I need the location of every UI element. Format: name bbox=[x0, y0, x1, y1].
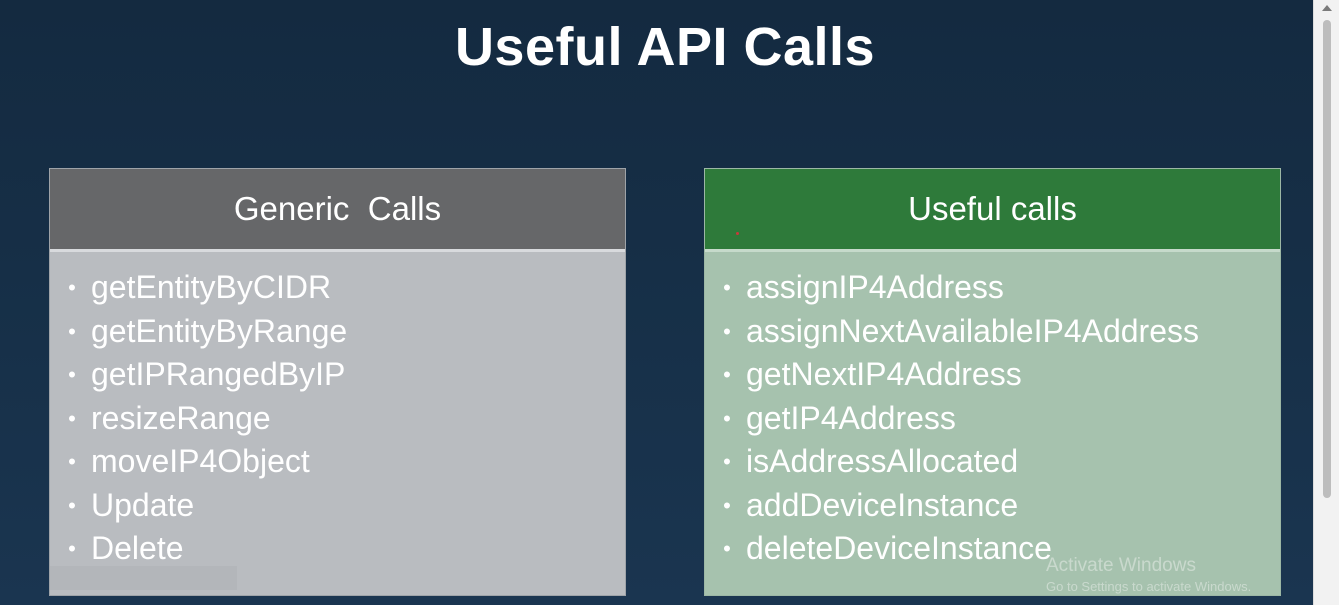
call-name: deleteDeviceInstance bbox=[746, 530, 1052, 566]
call-name: assignIP4Address bbox=[746, 269, 1004, 305]
useful-calls-panel: Useful calls • assignIP4Address • assignNe… bbox=[704, 168, 1281, 596]
scrollbar-thumb[interactable] bbox=[1323, 20, 1331, 498]
list-item: • addDeviceInstance bbox=[705, 484, 1280, 528]
bullet-icon: • bbox=[723, 405, 731, 431]
list-item: • assignIP4Address bbox=[705, 266, 1280, 310]
call-name: getIPRangedByIP bbox=[91, 356, 346, 392]
useful-calls-body: • assignIP4Address • assignNextAvailableIP… bbox=[705, 249, 1280, 595]
bullet-icon: • bbox=[68, 449, 76, 474]
vertical-scrollbar[interactable] bbox=[1313, 0, 1339, 605]
useful-calls-list: • assignIP4Address • assignNextAvailableIP… bbox=[705, 266, 1280, 571]
call-name: resizeRange bbox=[91, 399, 271, 436]
bullet-icon: • bbox=[723, 492, 731, 518]
generic-calls-header: Generic Calls bbox=[50, 169, 625, 249]
activation-watermark: Activate Windows Go to Settings to activ… bbox=[1046, 554, 1296, 596]
call-name: Update bbox=[91, 486, 195, 523]
bullet-icon: • bbox=[723, 536, 731, 561]
call-name: getEntityByRange bbox=[91, 312, 348, 349]
list-item: • resizeRange bbox=[50, 397, 625, 441]
bullet-icon: • bbox=[723, 275, 731, 300]
bullet-icon: • bbox=[68, 318, 76, 344]
list-item: • getNextIP4Address bbox=[705, 353, 1280, 397]
call-name: isAddressAllocated bbox=[746, 443, 1019, 479]
bullet-icon: • bbox=[68, 405, 76, 431]
call-name: getIP4Address bbox=[746, 399, 956, 436]
bullet-icon: • bbox=[68, 536, 76, 561]
call-name: assignNextAvailableIP4Address bbox=[746, 312, 1199, 349]
bullet-icon: • bbox=[68, 275, 76, 300]
call-name: getEntityByCIDR bbox=[91, 269, 332, 305]
bullet-icon: • bbox=[68, 362, 76, 387]
bullet-icon: • bbox=[68, 492, 76, 518]
call-name: addDeviceInstance bbox=[746, 486, 1019, 523]
decorative-shade bbox=[50, 566, 237, 590]
watermark-title: Activate Windows bbox=[1046, 555, 1196, 576]
generic-calls-panel: Generic Calls • getEntityByCIDR • getEntit… bbox=[49, 168, 626, 596]
list-item: • getEntityByRange bbox=[50, 310, 625, 354]
watermark-subtitle: Go to Settings to activate Windows. bbox=[1046, 579, 1252, 594]
list-item: • deleteDeviceInstance bbox=[705, 527, 1280, 571]
scroll-up-icon[interactable] bbox=[1322, 5, 1332, 11]
list-item: • getIPRangedByIP bbox=[50, 353, 625, 397]
bullet-icon: • bbox=[723, 318, 731, 344]
bullet-icon: • bbox=[723, 449, 731, 474]
list-item: • moveIP4Object bbox=[50, 440, 625, 484]
call-name: moveIP4Object bbox=[91, 443, 310, 479]
call-name: Delete bbox=[91, 530, 184, 566]
call-name: getNextIP4Address bbox=[746, 356, 1022, 392]
generic-calls-list: • getEntityByCIDR • getEntityByRange • getI… bbox=[50, 266, 625, 571]
laser-pointer-dot bbox=[736, 232, 739, 235]
list-item: • getIP4Address bbox=[705, 397, 1280, 441]
list-item: • getEntityByCIDR bbox=[50, 266, 625, 310]
list-item: • Delete bbox=[50, 527, 625, 571]
slide-title: Useful API Calls bbox=[454, 17, 876, 77]
bullet-icon: • bbox=[723, 362, 731, 387]
list-item: • isAddressAllocated bbox=[705, 440, 1280, 484]
list-item: • assignNextAvailableIP4Address bbox=[705, 310, 1280, 354]
list-item: • Update bbox=[50, 484, 625, 528]
generic-calls-body: • getEntityByCIDR • getEntityByRange • getI… bbox=[50, 249, 625, 595]
useful-calls-header: Useful calls bbox=[705, 169, 1280, 249]
